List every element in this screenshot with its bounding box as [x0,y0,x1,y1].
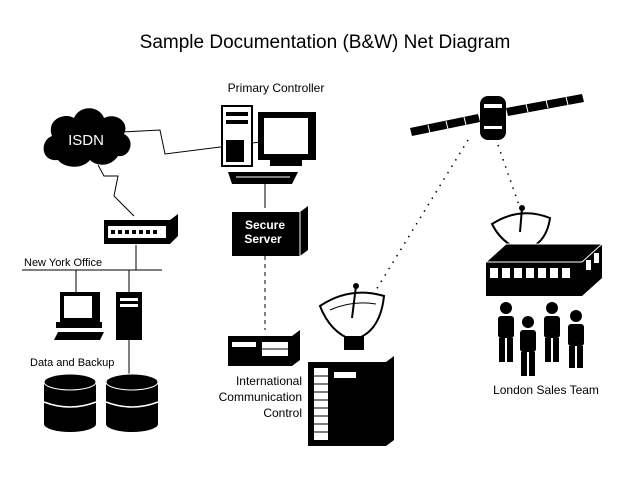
database-icon-left [43,373,97,432]
intl-comm-label-line3: Control [263,406,302,420]
office-building-icon [484,243,604,296]
database-icon-right [105,373,159,432]
data-and-backup-label: Data and Backup [30,357,114,369]
workstation-icon [54,292,104,340]
primary-controller-label: Primary Controller [228,81,325,95]
comm-control-unit-icon [228,330,300,366]
primary-controller-computer-icon [221,105,316,184]
office-tower-icon [116,292,142,340]
satellite-to-london-link [497,144,521,209]
intl-comm-label-line1: International [236,374,302,388]
secure-server-label-line2: Server [244,232,282,246]
secure-server-label-line1: Secure [245,218,285,232]
isdn-cloud-icon [43,108,131,167]
isdn-label: ISDN [68,132,104,149]
isdn-to-router-link [97,164,135,217]
isdn-to-controller-link [121,129,261,155]
router-icon [104,214,178,244]
diagram-title: Sample Documentation (B&W) Net Diagram [140,32,511,53]
satellite-to-dish-link [375,139,469,291]
satellite-dish-icon [318,283,386,350]
satellite-icon [410,94,584,140]
secure-server-icon [232,206,308,256]
mainframe-icon [308,356,394,446]
sales-team-people-icon [498,302,584,376]
new-york-office-label: New York Office [24,257,102,269]
london-sales-team-label: London Sales Team [493,383,599,397]
intl-comm-label-line2: Communication [219,390,302,404]
